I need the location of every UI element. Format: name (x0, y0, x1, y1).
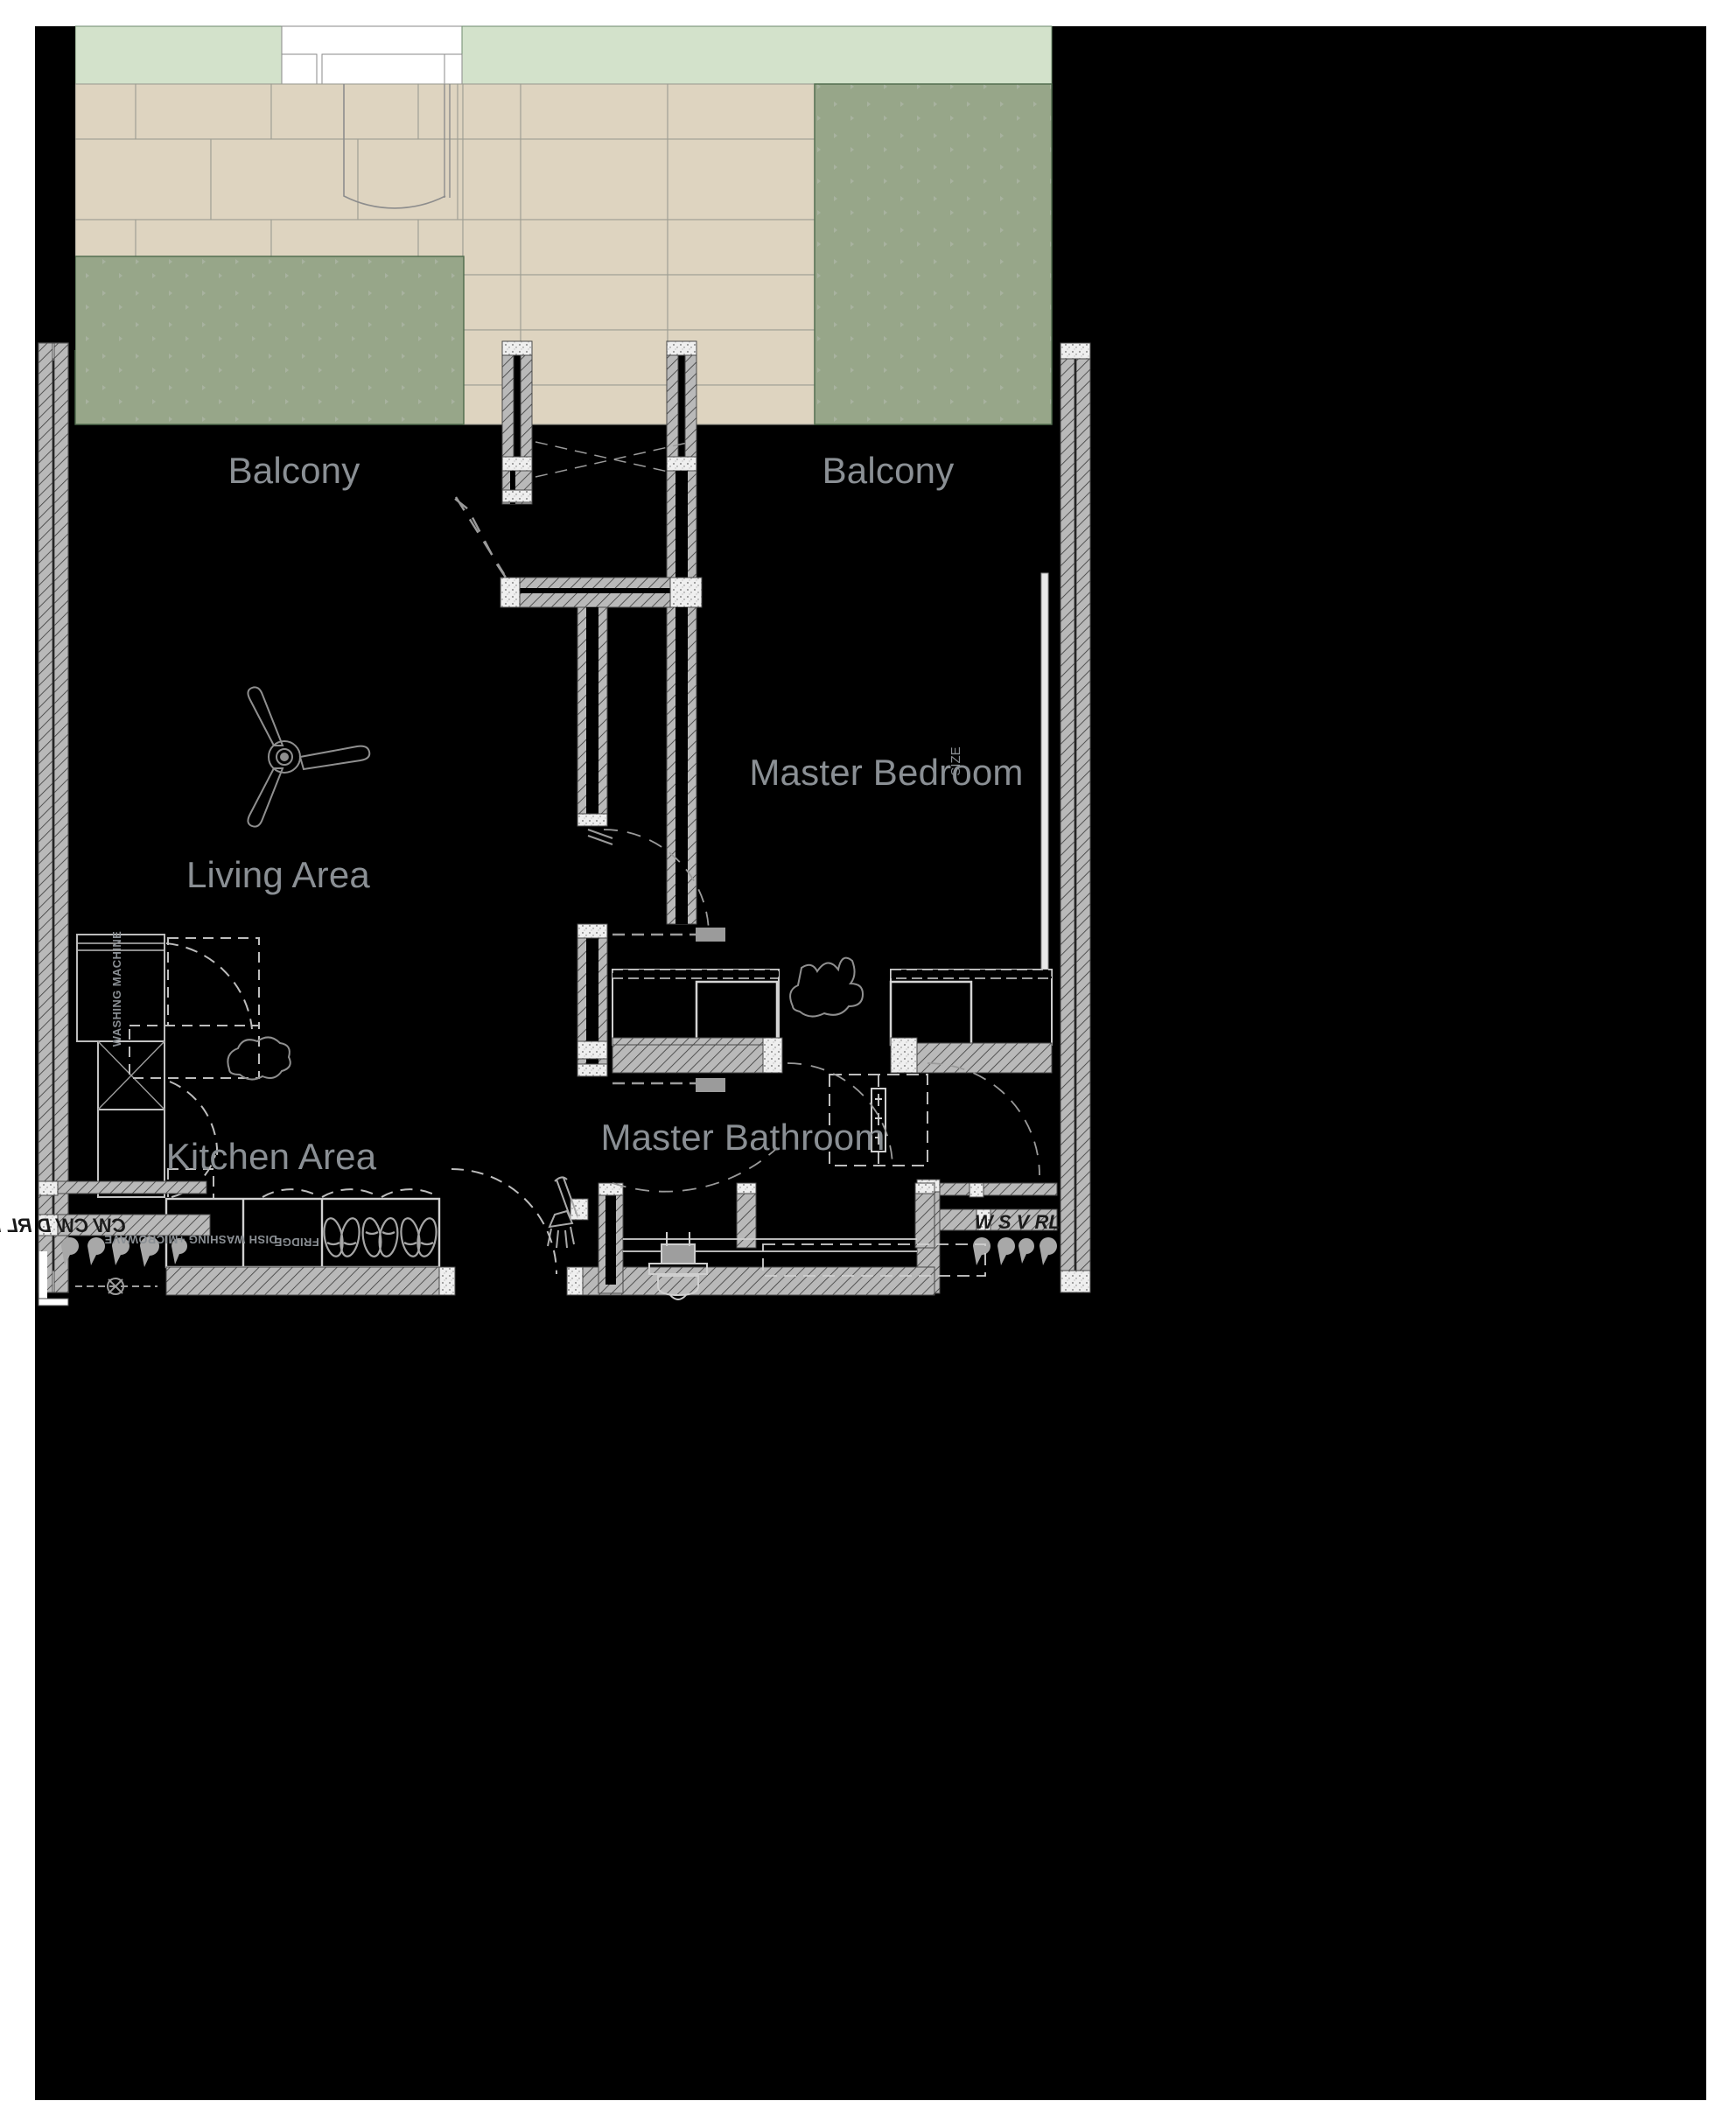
dishwasher-microwave-label: DISH WASHING +MICROWAVE (104, 1233, 277, 1246)
fixture-tag-labels: CW CW D RL KW W S V RL (0, 1211, 1060, 1236)
wall-balcony-bottom (500, 577, 703, 608)
room-label-living-area: Living Area (186, 854, 370, 895)
room-label-balcony-right: Balcony (822, 450, 955, 491)
kitchen-service-tags: CW CW D RL KW (0, 1215, 126, 1236)
structure-block-left (35, 26, 75, 350)
planter-left (74, 256, 465, 425)
room-label-master-bathroom: Master Bathroom (600, 1117, 885, 1158)
wall-bedroom-lower (577, 923, 608, 1077)
vanity-counter-right (889, 969, 1053, 1074)
exterior-wall-right (1060, 342, 1091, 1293)
sliding-door-indication (535, 441, 692, 478)
balcony-partition-left (501, 340, 533, 505)
room-labels: Balcony Balcony Living Area Master Bedro… (166, 450, 1024, 1177)
room-label-master-bedroom: Master Bedroom (749, 752, 1023, 793)
plant-icon (789, 956, 864, 1018)
shoes-icon (361, 1217, 399, 1257)
corridor-wall-left (577, 606, 608, 827)
structure-block-right (1054, 26, 1094, 350)
bathroom-service-tags: W S V RL (975, 1211, 1060, 1233)
service-symbols-left (61, 1236, 187, 1267)
room-label-kitchen-area: Kitchen Area (166, 1136, 377, 1177)
toilet-door-swing (612, 1147, 778, 1193)
fridge-label: FRIDGE (274, 1236, 319, 1249)
shower-head-icon (871, 1088, 886, 1152)
appliance-labels: WASHING MACHINE DISH WASHING +MICROWAVE … (104, 931, 319, 1249)
annotation-labels: SIZE (948, 746, 963, 775)
wall-stub-bottom-left (38, 1251, 69, 1306)
service-band-right (937, 1182, 1058, 1231)
pipe-symbol-left (75, 1278, 158, 1295)
exterior-wall-left-inner (38, 342, 69, 1293)
faucet-fixtures (612, 928, 725, 1092)
bedroom-door-swing (603, 829, 710, 935)
toilet-icon (648, 1232, 708, 1300)
sink-band-left (38, 1180, 211, 1236)
room-label-balcony-left: Balcony (228, 450, 360, 491)
vanity-counter-left (612, 969, 783, 1074)
wall-bottom-main (165, 1266, 935, 1296)
bedroom-door-leaf (587, 829, 613, 839)
terrace-door-swing (343, 84, 446, 209)
shower-cubicle (829, 1074, 928, 1166)
folding-door-panel (454, 496, 507, 578)
plant-icon (227, 1036, 291, 1081)
terrace-paving (74, 25, 1053, 425)
ceiling-fan-icon (247, 686, 371, 828)
bathroom-door-swings (787, 1062, 1040, 1176)
shoes-icon (400, 1217, 438, 1257)
washing-machine-label: WASHING MACHINE (110, 931, 123, 1047)
bathroom-bottom-walls (570, 1182, 935, 1294)
corridor-wall-right (666, 606, 697, 925)
entry-door-swing (451, 1168, 557, 1275)
shoes-icon (323, 1217, 360, 1257)
planter-right (814, 83, 1053, 425)
kitchen-cabinets-left (97, 1040, 165, 1198)
bedroom-size-annotation: SIZE (948, 746, 963, 775)
